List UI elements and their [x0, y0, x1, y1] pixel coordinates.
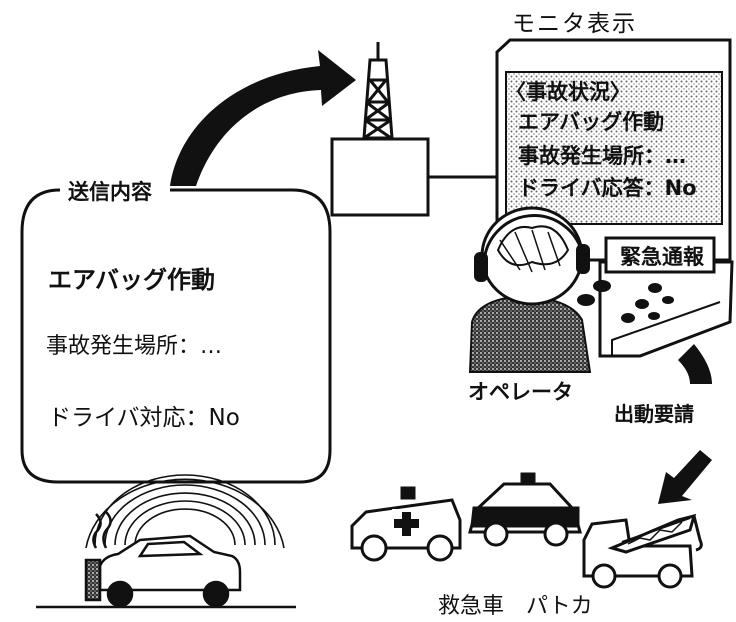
operator-icon [468, 206, 592, 373]
emergency-button-frame [604, 236, 716, 274]
monitor-line-status: 〈事故状況〉 [505, 80, 631, 104]
transmission-line-location: 事故発生場所：… [46, 334, 223, 359]
operator-label: オペレータ [468, 380, 573, 404]
monitor-line-location: 事故発生場所：… [518, 144, 686, 168]
monitor-line-airbag: エアバッグ作動 [518, 110, 665, 134]
transmission-box [20, 188, 332, 484]
vehicles-caption: 救急車 パトカ [438, 594, 593, 619]
transmission-title: 送信内容 [64, 176, 156, 206]
transmission-line-airbag: エアバッグ作動 [48, 266, 216, 294]
dispatch-arrow [658, 344, 712, 504]
ambulance-icon [350, 486, 462, 562]
signal-waves [85, 474, 285, 549]
dispatch-label: 出動要請 [614, 402, 694, 426]
police-car-icon [468, 472, 582, 547]
monitor-line-driver: ドライバ応答：No [518, 176, 697, 200]
antenna-tower-icon [362, 42, 394, 140]
monitor-terminal [495, 38, 734, 358]
monitor-title: モニタ表示 [512, 11, 637, 37]
crashed-car-icon [36, 511, 296, 609]
transmission-line-driver: ドライバ対応：No [48, 405, 240, 431]
tow-truck-icon [582, 513, 703, 589]
transmit-arrow [170, 50, 356, 186]
relay-station-box [330, 137, 430, 217]
emergency-call-button: 緊急通報 [620, 245, 704, 269]
